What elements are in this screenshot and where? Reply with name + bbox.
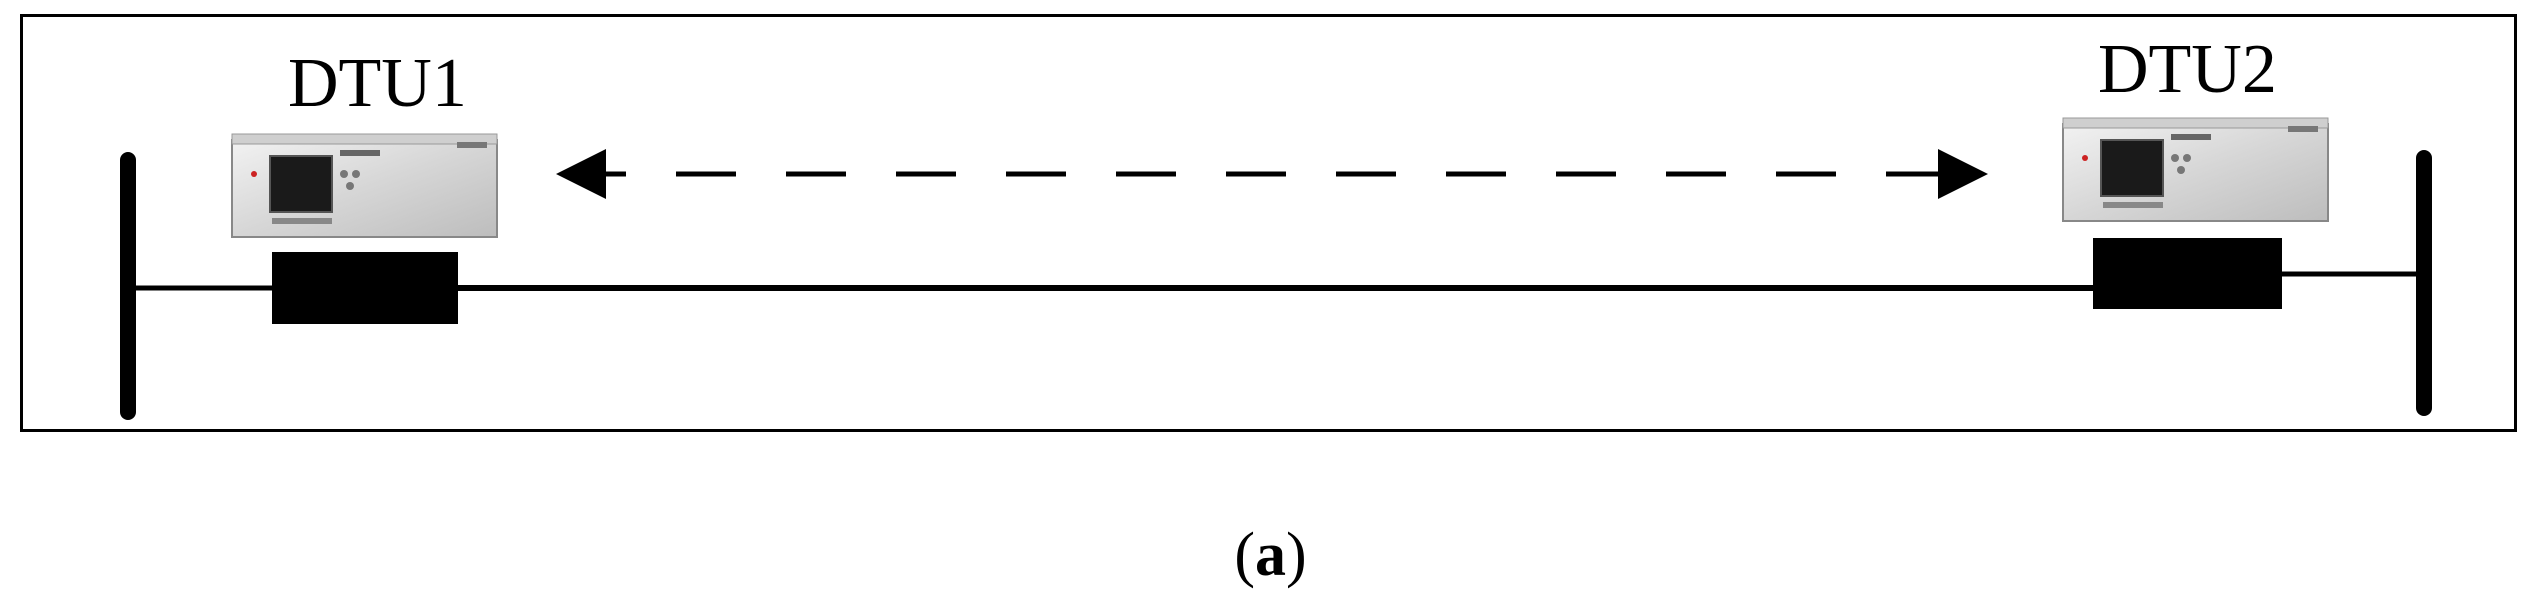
caption-letter: a bbox=[1255, 521, 1286, 589]
dtu2-device bbox=[2062, 117, 2329, 222]
dtu2-label: DTU2 bbox=[2098, 31, 2277, 108]
right-breaker bbox=[2093, 238, 2282, 309]
dtu1-device bbox=[231, 133, 498, 238]
figure-caption: (a) bbox=[0, 520, 2541, 590]
dtu1-label: DTU1 bbox=[288, 45, 467, 122]
caption-open-paren: ( bbox=[1234, 521, 1255, 589]
diagram-frame bbox=[20, 14, 2517, 432]
caption-close-paren: ) bbox=[1286, 521, 1307, 589]
left-breaker bbox=[272, 252, 458, 324]
